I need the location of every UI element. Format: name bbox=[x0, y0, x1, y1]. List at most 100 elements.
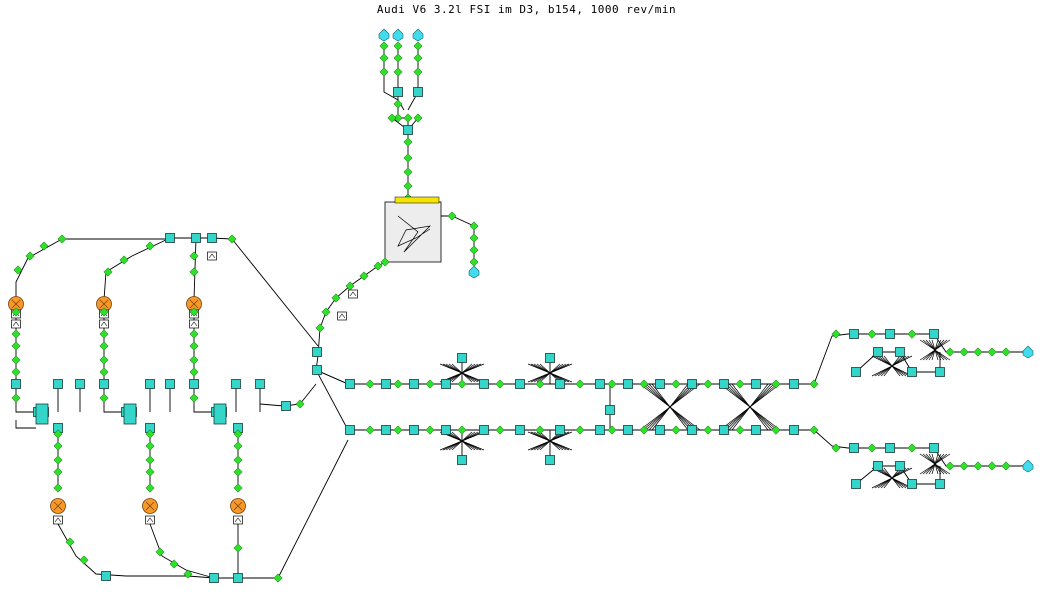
connection-line bbox=[103, 398, 128, 413]
ambient-icon bbox=[392, 28, 404, 42]
pipe-icon bbox=[935, 367, 945, 377]
ambient-icon bbox=[378, 28, 390, 42]
junction-mesh-line bbox=[931, 453, 939, 475]
orifice-icon bbox=[169, 559, 179, 569]
orifice-icon bbox=[189, 341, 199, 351]
orifice-icon bbox=[671, 425, 681, 435]
pipe-icon bbox=[751, 425, 761, 435]
orifice-icon bbox=[809, 379, 819, 389]
sensor-icon bbox=[348, 289, 358, 299]
pipe-icon bbox=[719, 425, 729, 435]
pipe-icon bbox=[545, 455, 555, 465]
orifice-icon bbox=[189, 251, 199, 261]
orifice-icon bbox=[233, 467, 243, 477]
pipe-icon bbox=[479, 425, 489, 435]
orifice-icon bbox=[403, 113, 413, 123]
sensor-icon bbox=[337, 311, 347, 321]
junction-mesh-line bbox=[651, 383, 689, 431]
pipe-icon bbox=[929, 443, 939, 453]
orifice-icon bbox=[39, 241, 49, 251]
pipe-icon bbox=[457, 353, 467, 363]
sensor-mark bbox=[54, 517, 62, 523]
orifice-icon bbox=[365, 425, 375, 435]
pipe-icon bbox=[515, 379, 525, 389]
connection-line bbox=[315, 369, 349, 431]
pipe-icon bbox=[413, 87, 423, 97]
orifice-icon bbox=[189, 329, 199, 339]
ambient-icon bbox=[1022, 459, 1034, 473]
pipe-icon bbox=[555, 379, 565, 389]
pipe-icon bbox=[409, 379, 419, 389]
pipe-icon bbox=[11, 379, 21, 389]
pipe-icon bbox=[53, 379, 63, 389]
pipe-icon bbox=[751, 379, 761, 389]
orifice-icon bbox=[65, 537, 75, 547]
ambient-icon bbox=[468, 265, 480, 279]
sensor-mark bbox=[190, 321, 198, 327]
junction-meshes bbox=[439, 339, 951, 489]
pipe-icon bbox=[165, 379, 175, 389]
sensor-icon bbox=[53, 515, 63, 525]
pipe-icon bbox=[207, 233, 217, 243]
orifice-icon bbox=[469, 257, 479, 267]
orifice-icon bbox=[233, 429, 243, 439]
pipe-icon bbox=[907, 367, 917, 377]
pipe-icon bbox=[393, 87, 403, 97]
orifice-icon bbox=[607, 379, 617, 389]
pipe-icon bbox=[312, 347, 322, 357]
connection-line bbox=[15, 238, 63, 300]
orifice-icon bbox=[53, 467, 63, 477]
orifice-icon bbox=[403, 137, 413, 147]
orifice-icon bbox=[469, 233, 479, 243]
orifice-icon bbox=[1001, 461, 1011, 471]
orifice-icon bbox=[119, 255, 129, 265]
orifice-icon bbox=[831, 329, 841, 339]
junction-mesh-line bbox=[451, 431, 473, 451]
sensor-mark bbox=[208, 253, 216, 259]
orifice-icon bbox=[273, 573, 283, 583]
pipe-icon bbox=[595, 379, 605, 389]
pipe-icon bbox=[873, 347, 883, 357]
orifice-icon bbox=[771, 379, 781, 389]
orifice-icon bbox=[11, 329, 21, 339]
orifice-icon bbox=[79, 555, 89, 565]
orifice-icon bbox=[295, 399, 305, 409]
orifice-icon bbox=[703, 425, 713, 435]
pipe-icon bbox=[101, 571, 111, 581]
pipe-icon bbox=[907, 479, 917, 489]
pipe-icon bbox=[545, 353, 555, 363]
orifice-icon bbox=[145, 241, 155, 251]
pipe-icon bbox=[623, 425, 633, 435]
orifice-icon bbox=[25, 251, 35, 261]
sensor-mark bbox=[338, 313, 346, 319]
pipe-icon bbox=[255, 379, 265, 389]
orifice-icon bbox=[639, 425, 649, 435]
cylinder-mark bbox=[189, 299, 199, 309]
orifice-icon bbox=[959, 461, 969, 471]
orifice-icon bbox=[945, 461, 955, 471]
orifice-icon bbox=[379, 41, 389, 51]
orifice-icon bbox=[413, 41, 423, 51]
pipe-icon bbox=[851, 367, 861, 377]
pipe-icon bbox=[655, 425, 665, 435]
orifice-icon bbox=[53, 441, 63, 451]
connection-lines bbox=[15, 46, 1028, 579]
cylinder-mark bbox=[145, 501, 155, 511]
pipe-icon bbox=[345, 379, 355, 389]
pipe-icon bbox=[75, 379, 85, 389]
orifice-icon bbox=[771, 425, 781, 435]
pipe-icon bbox=[849, 329, 859, 339]
pipe-icon bbox=[687, 425, 697, 435]
orifice-icon bbox=[393, 113, 403, 123]
orifice-icon bbox=[155, 547, 165, 557]
orifice-icon bbox=[315, 323, 325, 333]
orifice-icon bbox=[393, 67, 403, 77]
components bbox=[8, 28, 1034, 583]
orifice-icon bbox=[387, 113, 397, 123]
orifice-icon bbox=[233, 441, 243, 451]
orifice-icon bbox=[321, 307, 331, 317]
orifice-icon bbox=[99, 307, 109, 317]
ambient-icon bbox=[412, 28, 424, 42]
connection-line bbox=[813, 429, 934, 449]
orifice-icon bbox=[380, 257, 390, 267]
